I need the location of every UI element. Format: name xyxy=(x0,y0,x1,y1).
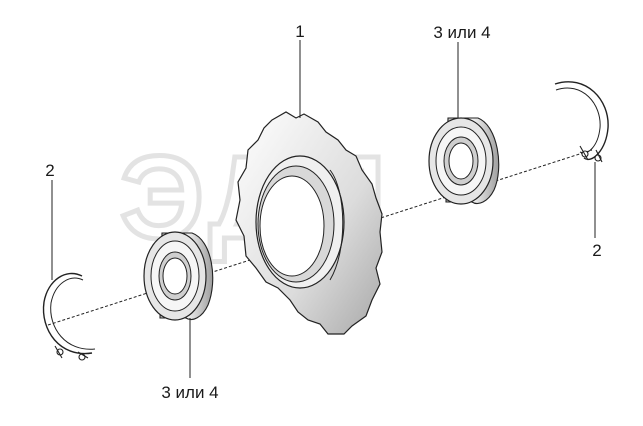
callout-ring-left: 2 xyxy=(45,161,54,180)
callout-bearing-top: 3 или 4 xyxy=(433,23,490,42)
retaining-ring-right xyxy=(554,81,609,163)
callout-bearing-bottom: 3 или 4 xyxy=(161,383,218,402)
callout-ring-right: 2 xyxy=(592,241,601,260)
sprocket xyxy=(235,111,383,335)
bearing-top xyxy=(428,117,500,205)
callout-sprocket: 1 xyxy=(295,22,304,41)
bearing-bottom xyxy=(143,231,214,321)
retaining-ring-left xyxy=(42,272,96,361)
leader-lines xyxy=(51,40,596,378)
